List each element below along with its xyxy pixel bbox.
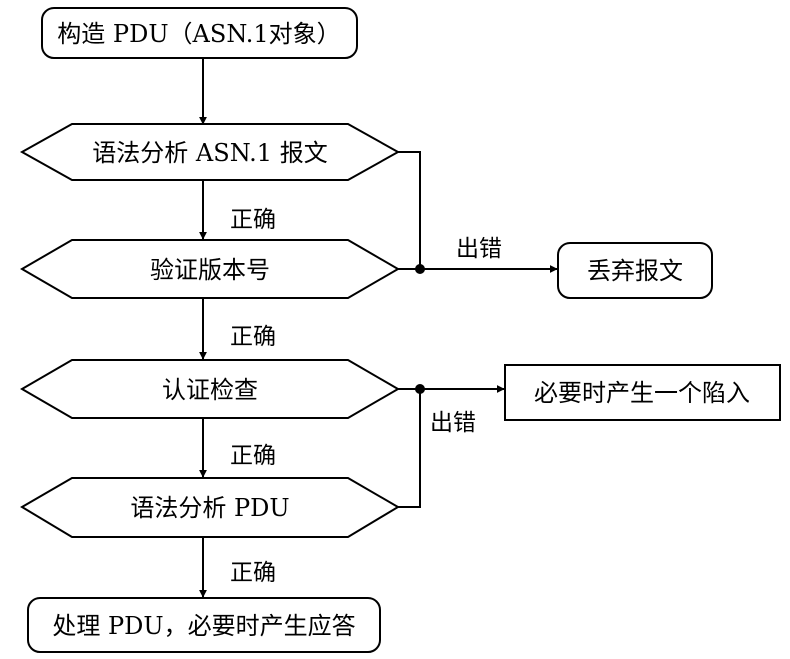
process-label: 处理 PDU，必要时产生应答: [52, 612, 355, 640]
parse-pdu-label: 语法分析 PDU: [130, 494, 289, 522]
trap-label: 必要时产生一个陷入: [534, 379, 750, 407]
edge-parse-asn1-error: [398, 151, 421, 269]
edge-label-error-1: 出错: [456, 236, 502, 262]
discard-node: 丢弃报文: [557, 242, 713, 299]
edge-parse-pdu-error: [398, 389, 421, 508]
auth-check-node: 认证检查: [20, 359, 400, 419]
parse-asn1-label: 语法分析 ASN.1 报文: [92, 139, 327, 167]
edge-label-ok-1: 正确: [230, 207, 276, 233]
process-node: 处理 PDU，必要时产生应答: [27, 597, 381, 653]
trap-node: 必要时产生一个陷入: [504, 364, 781, 421]
start-node-label: 构造 PDU（ASN.1对象）: [57, 20, 340, 48]
edge-label-ok-2: 正确: [230, 324, 276, 350]
auth-check-label: 认证检查: [162, 376, 258, 404]
discard-label: 丢弃报文: [587, 257, 683, 285]
verify-version-label: 验证版本号: [150, 256, 270, 284]
start-node: 构造 PDU（ASN.1对象）: [41, 7, 358, 59]
parse-pdu-node: 语法分析 PDU: [20, 477, 400, 538]
parse-asn1-node: 语法分析 ASN.1 报文: [19, 123, 401, 181]
edge-label-ok-4: 正确: [230, 560, 276, 586]
edge-label-ok-3: 正确: [230, 443, 276, 469]
edge-label-error-2: 出错: [430, 410, 476, 436]
verify-version-node: 验证版本号: [20, 239, 400, 299]
